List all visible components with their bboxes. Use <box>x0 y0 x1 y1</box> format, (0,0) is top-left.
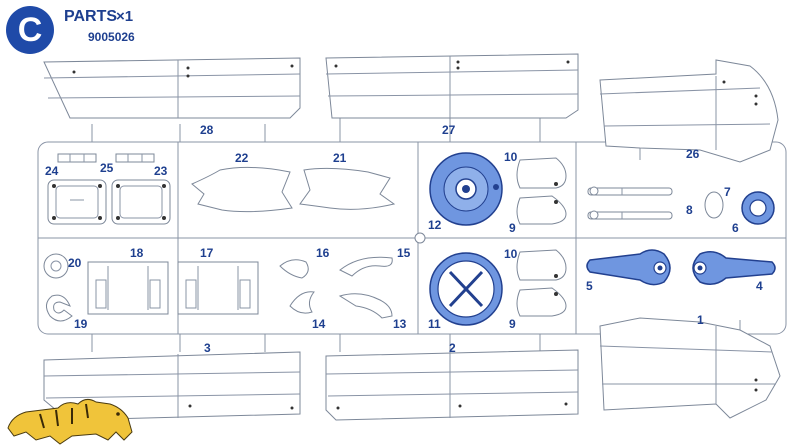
part-27-fender <box>325 53 579 119</box>
part-number: 9005026 <box>88 30 135 44</box>
label-part-6: 6 <box>732 221 739 235</box>
part-28-fender <box>43 57 301 119</box>
label-part-14: 14 <box>312 317 326 331</box>
parts-quantity: ×1 <box>116 8 134 25</box>
part-10-cap-upper <box>516 157 567 189</box>
label-part-1: 1 <box>697 313 704 327</box>
part-4-arm <box>692 251 776 285</box>
sprue-frame <box>37 118 787 352</box>
part-7-oval <box>704 191 724 219</box>
part-2-fender <box>325 349 579 421</box>
part-8-shocks <box>587 186 673 220</box>
part-10-cap-lower <box>516 249 567 281</box>
part-19-clip <box>46 294 73 322</box>
part-26-fender <box>599 59 779 163</box>
label-part-10-upper: 10 <box>504 150 518 164</box>
part-6-ring <box>741 191 775 225</box>
label-part-20: 20 <box>68 256 82 270</box>
part-16-shape <box>279 259 309 279</box>
part-labels: 1 2 3 4 5 6 7 8 9 9 10 10 11 12 13 14 15… <box>45 123 763 355</box>
part-17-grille <box>177 261 259 315</box>
label-part-18: 18 <box>130 246 144 260</box>
label-part-11: 11 <box>428 317 441 331</box>
label-part-27: 27 <box>442 123 456 137</box>
part-25-hinges <box>57 153 155 163</box>
label-part-9-upper: 9 <box>509 221 516 235</box>
part-9-cap-lower <box>516 287 567 317</box>
part-21-cover <box>299 167 396 210</box>
parts-title: PARTS <box>64 8 118 25</box>
part-3-fender <box>43 351 301 421</box>
label-part-25: 25 <box>100 161 114 175</box>
part-20-ring <box>43 253 69 279</box>
part-23-plate <box>111 179 171 225</box>
tiger-logo <box>7 398 133 445</box>
part-11-wheel <box>429 252 503 326</box>
label-part-13: 13 <box>393 317 407 331</box>
label-part-15: 15 <box>397 246 411 260</box>
label-part-9-lower: 9 <box>509 317 516 331</box>
sprue-letter-badge: C <box>6 6 54 54</box>
label-part-22: 22 <box>235 151 249 165</box>
part-24-plate <box>47 179 107 225</box>
label-part-7: 7 <box>724 185 731 199</box>
part-9-cap-upper <box>516 195 567 225</box>
label-part-2: 2 <box>449 341 456 355</box>
part-18-grille <box>87 261 169 315</box>
label-part-4: 4 <box>756 279 763 293</box>
label-part-10-lower: 10 <box>504 247 518 261</box>
label-part-5: 5 <box>586 279 593 293</box>
label-part-16: 16 <box>316 246 330 260</box>
label-part-3: 3 <box>204 341 211 355</box>
label-part-23: 23 <box>154 164 168 178</box>
part-13-shape <box>338 293 393 319</box>
part-5-arm <box>586 249 671 286</box>
part-22-cover <box>191 166 293 213</box>
label-part-17: 17 <box>200 246 214 260</box>
label-part-24: 24 <box>45 164 59 178</box>
label-part-12: 12 <box>428 218 442 232</box>
part-15-shape <box>339 256 393 277</box>
part-12-sprocket <box>429 152 503 226</box>
label-part-19: 19 <box>74 317 88 331</box>
label-part-28: 28 <box>200 123 214 137</box>
label-part-8: 8 <box>686 203 693 217</box>
label-part-21: 21 <box>333 151 347 165</box>
part-14-shape <box>289 291 315 314</box>
part-1-fender <box>599 317 781 419</box>
label-part-26: 26 <box>686 147 700 161</box>
